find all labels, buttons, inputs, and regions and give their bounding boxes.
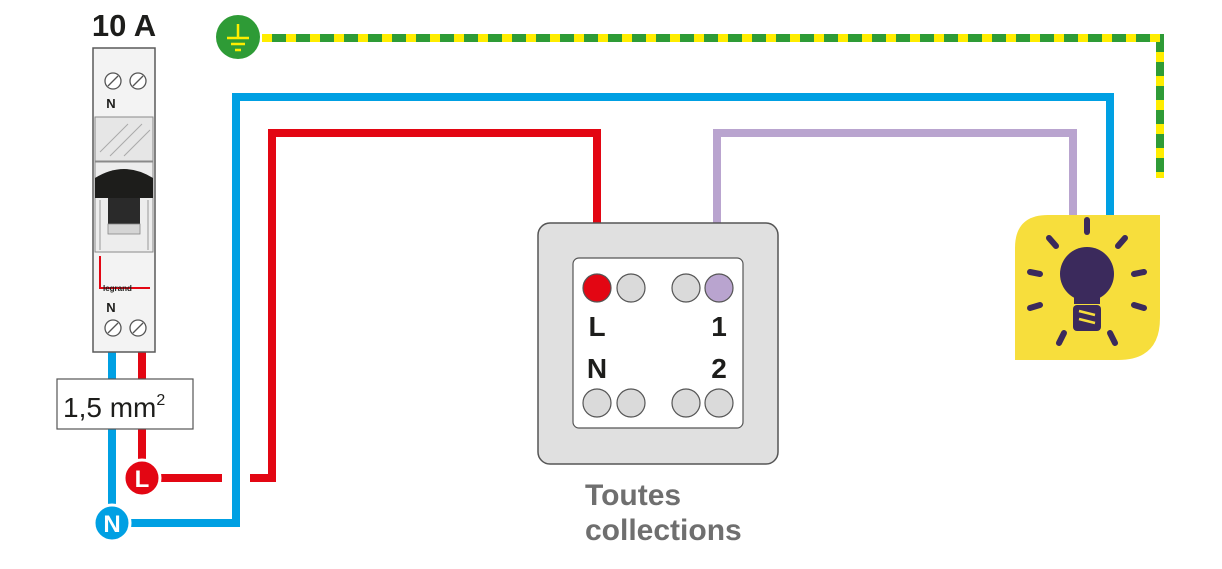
switch-terminal-L — [582, 273, 612, 303]
switch-label-2: 2 — [711, 353, 727, 384]
return-wire — [713, 129, 1077, 288]
cable-section-label: 1,5 mm2 — [56, 378, 194, 430]
breaker-top-screws — [104, 72, 147, 90]
breaker-bottom-screws — [104, 319, 147, 337]
breaker-toggle — [94, 161, 154, 253]
cable-section-sup: 2 — [156, 392, 165, 409]
svg-text:1,5 mm2: 1,5 mm2 — [63, 392, 165, 423]
switch-caption-line1: Toutes — [585, 479, 681, 512]
line-terminal-label: L — [135, 466, 150, 493]
circuit-breaker: 10 A N legrand N — [92, 8, 156, 353]
lamp — [1015, 215, 1160, 360]
switch-label-N: N — [587, 353, 607, 384]
switch-label-1: 1 — [711, 311, 727, 342]
earth-ground-icon — [216, 15, 260, 59]
switch-caption-line2: collections — [585, 514, 742, 547]
neutral-terminal-label: N — [103, 511, 120, 538]
switch-terminal-1 — [704, 273, 734, 303]
earth-wire — [262, 34, 1164, 178]
switch-label-L: L — [588, 311, 605, 342]
neutral-wire — [108, 93, 1114, 527]
cable-section-value: 1,5 mm — [63, 392, 156, 423]
light-bulb-icon — [1027, 217, 1147, 346]
breaker-neutral-top: N — [106, 96, 115, 111]
breaker-rating: 10 A — [92, 8, 156, 43]
neutral-terminal-badge: N — [92, 503, 132, 543]
phase-wire-switch — [250, 129, 601, 482]
breaker-neutral-bottom: N — [106, 300, 115, 315]
light-switch: L 1 N 2 — [537, 222, 779, 465]
breaker-brand-logo: legrand — [103, 284, 132, 293]
line-terminal-badge: L — [122, 458, 162, 498]
